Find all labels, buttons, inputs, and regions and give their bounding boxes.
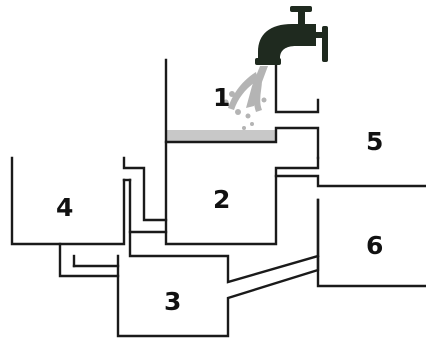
container-6	[316, 198, 426, 288]
container-1-water	[166, 130, 276, 142]
label-container-1: 1	[213, 83, 230, 112]
water-stream-icon	[223, 66, 268, 130]
label-container-6: 6	[366, 231, 383, 260]
label-container-5: 5	[366, 127, 383, 156]
container-1	[164, 58, 320, 160]
faucet-icon	[255, 6, 328, 65]
label-container-2: 2	[213, 185, 230, 214]
label-container-3: 3	[164, 287, 181, 316]
label-container-4: 4	[56, 193, 73, 222]
container-2	[122, 140, 426, 246]
